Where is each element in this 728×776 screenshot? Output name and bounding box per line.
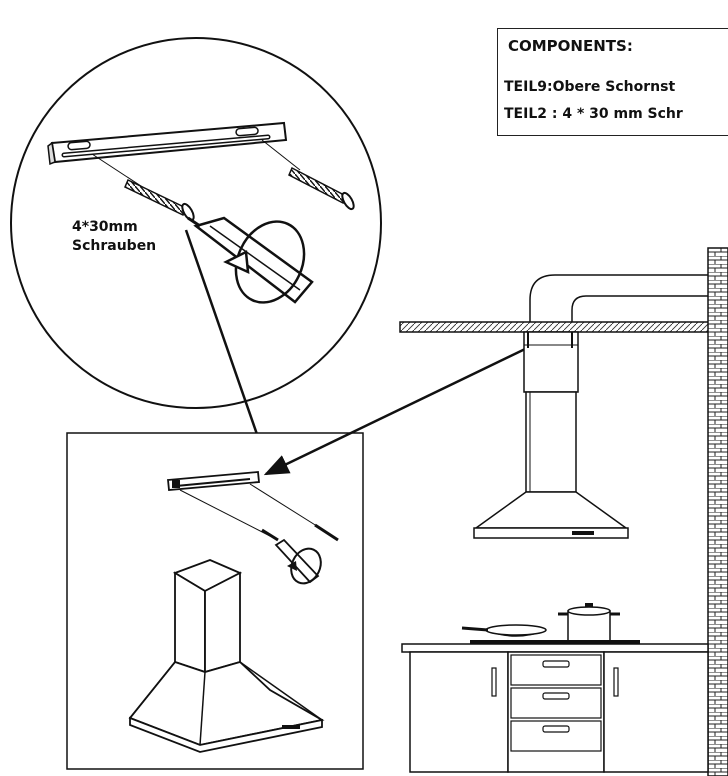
pot-icon <box>558 603 620 642</box>
screwdriver-icon <box>187 216 314 304</box>
components-title: COMPONENTS: <box>508 37 633 55</box>
component-item-teil2: TEIL2 : 4 * 30 mm Schr <box>504 106 683 122</box>
screw-size-text: 4*30mm <box>72 219 138 235</box>
screw-right <box>288 166 355 211</box>
detail-magnifier-circle <box>10 37 382 409</box>
countertop <box>401 643 709 653</box>
range-hood-small <box>128 559 325 753</box>
components-box: COMPONENTS: TEIL9:Obere Schornst TEIL2 :… <box>497 28 728 136</box>
component-item-teil9: TEIL9:Obere Schornst <box>504 79 676 95</box>
hob <box>470 640 640 644</box>
screw-name-text: Schrauben <box>72 238 157 254</box>
screwdriver-small-icon <box>274 538 322 585</box>
range-hood <box>473 331 629 539</box>
brick-wall <box>707 247 728 776</box>
exhaust-duct <box>529 274 708 322</box>
kitchen-scene <box>399 247 728 776</box>
rotation-arrow-icon <box>223 220 306 304</box>
base-cabinets <box>409 651 709 773</box>
mounting-bracket <box>47 121 288 166</box>
ceiling-slab <box>399 321 711 333</box>
mounting-bracket-small <box>167 471 260 491</box>
pan-icon <box>461 624 547 637</box>
screw-callout-label: 4*30mm Schrauben <box>72 218 156 256</box>
assembly-detail-box <box>66 432 364 770</box>
